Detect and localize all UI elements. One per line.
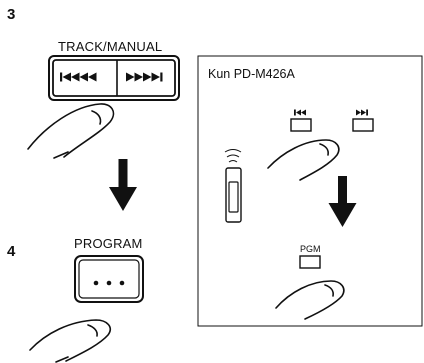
arrow-down-icon xyxy=(109,159,137,211)
skip-forward-icon xyxy=(356,109,368,116)
ellipsis-icon xyxy=(93,280,125,286)
finger-icon xyxy=(275,280,345,320)
pgm-label: PGM xyxy=(300,244,321,254)
arrow-down-icon xyxy=(328,176,357,227)
step-number-4: 4 xyxy=(7,243,16,260)
skip-back-button[interactable] xyxy=(290,118,312,132)
program-label: PROGRAM xyxy=(74,236,143,251)
program-button[interactable] xyxy=(74,255,144,303)
remote-panel-frame xyxy=(197,55,423,327)
skip-back-icon xyxy=(294,109,306,116)
skip-forward-button[interactable] xyxy=(352,118,374,132)
track-manual-button[interactable] xyxy=(48,55,180,101)
remote-control-icon xyxy=(224,149,242,223)
finger-icon xyxy=(267,139,340,181)
finger-icon xyxy=(27,103,115,159)
finger-icon xyxy=(29,319,111,363)
step-number-3: 3 xyxy=(7,6,16,23)
fast-forward-icon xyxy=(126,72,163,82)
remote-panel-title: Kun PD-M426A xyxy=(208,67,295,81)
pgm-button[interactable] xyxy=(299,255,321,269)
rewind-icon xyxy=(60,72,97,82)
track-manual-label: TRACK/MANUAL xyxy=(58,39,163,54)
